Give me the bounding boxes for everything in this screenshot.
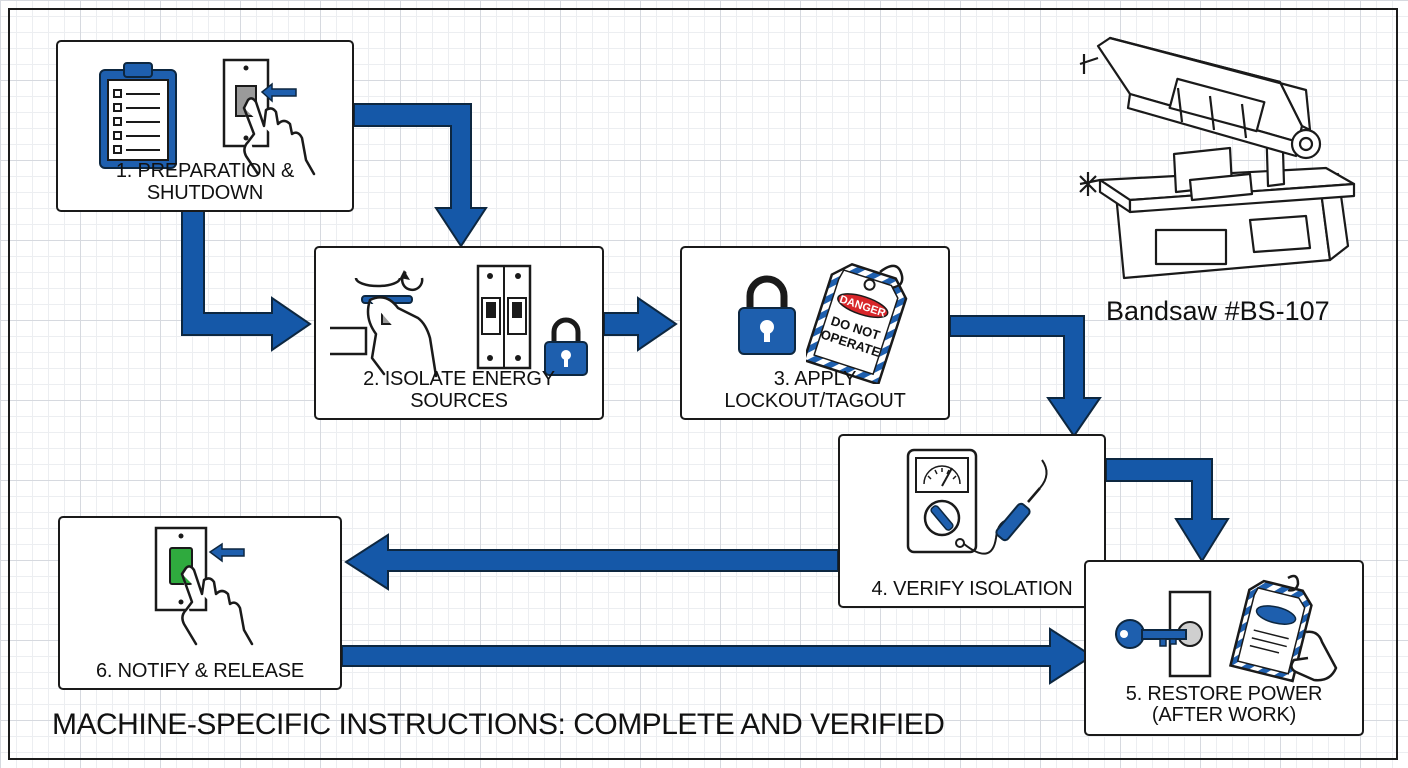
switch-on-hand-icon bbox=[154, 526, 254, 646]
arrow-step4-to-step5 bbox=[1105, 458, 1230, 563]
multimeter-icon bbox=[906, 448, 1048, 555]
step-2-label: 2. ISOLATE ENERGY SOURCES bbox=[363, 368, 555, 412]
arrow-step4-to-step6 bbox=[344, 533, 839, 591]
switch-off-hand-icon bbox=[222, 58, 316, 176]
machine-caption: Bandsaw #BS-107 bbox=[1106, 296, 1330, 326]
padlock-icon bbox=[544, 317, 588, 376]
step-6-box: 6. NOTIFY & RELEASE bbox=[58, 516, 342, 690]
arrow-step1-to-step2-top bbox=[353, 103, 488, 248]
padlock-icon bbox=[738, 275, 796, 355]
remove-tag-icon bbox=[1228, 574, 1338, 683]
circuit-breaker-icon bbox=[476, 264, 532, 370]
footer-caption: MACHINE-SPECIFIC INSTRUCTIONS: COMPLETE … bbox=[52, 708, 945, 741]
step-2-box: 2. ISOLATE ENERGY SOURCES bbox=[314, 246, 604, 420]
step-5-label-line2: (AFTER WORK) bbox=[1151, 704, 1297, 726]
bandsaw-icon bbox=[1079, 36, 1356, 280]
step-4-box: 4. VERIFY ISOLATION bbox=[838, 434, 1106, 608]
arrow-step6-to-step5 bbox=[341, 627, 1094, 685]
step-4-label: 4. VERIFY ISOLATION bbox=[871, 578, 1073, 600]
step-3-label: 3. APPLY LOCKOUT/TAGOUT bbox=[724, 368, 906, 412]
step-1-label: 1. PREPARATION & SHUTDOWN bbox=[115, 160, 295, 204]
step-3-box: DANGER DO NOT OPERATE 3. APPLY LOCKOUT/T… bbox=[680, 246, 950, 420]
arrow-step2-to-step3 bbox=[603, 296, 678, 352]
step-1-box: 1. PREPARATION & SHUTDOWN bbox=[56, 40, 354, 212]
key-lock-icon bbox=[1115, 590, 1212, 678]
step-5-label: 5. RESTORE POWER bbox=[1125, 683, 1323, 705]
valve-turn-hand-icon bbox=[330, 270, 438, 378]
step-6-label: 6. NOTIFY & RELEASE bbox=[95, 660, 305, 682]
step-5-box: 5. RESTORE POWER (AFTER WORK) bbox=[1084, 560, 1364, 736]
arrow-step1-to-step2-left bbox=[181, 210, 312, 352]
danger-tag-icon: DANGER DO NOT OPERATE bbox=[806, 262, 908, 384]
arrow-step3-to-step4 bbox=[949, 315, 1102, 438]
clipboard-checklist-icon bbox=[99, 62, 177, 169]
